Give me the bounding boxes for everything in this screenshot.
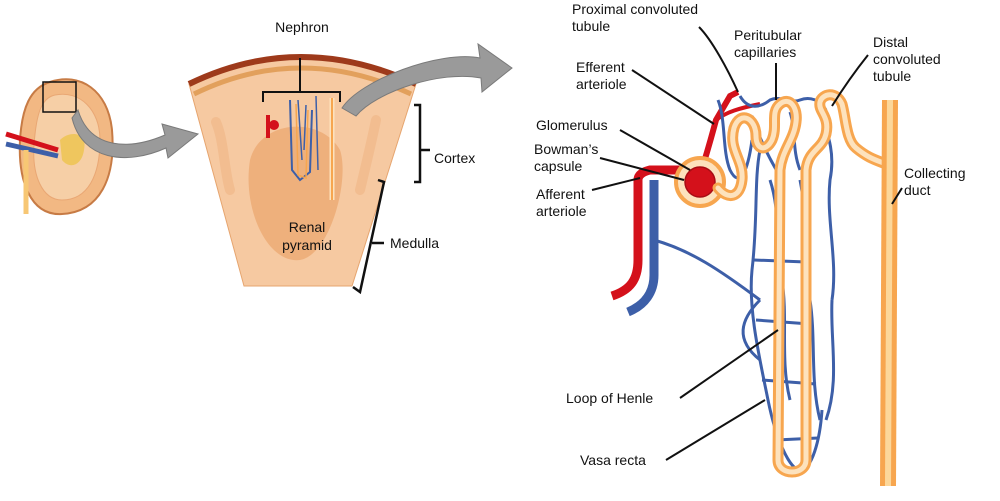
- nephron-bracket: [262, 58, 341, 102]
- distal-tubule-label-1: Distal: [873, 34, 908, 50]
- cortex-bracket: [414, 103, 430, 184]
- proximal-tubule-label-1: Proximal convoluted: [572, 1, 698, 17]
- efferent-label-1: Efferent: [576, 59, 625, 75]
- bowmans-label-1: Bowman’s: [534, 141, 598, 157]
- afferent-arteriole: [610, 165, 680, 301]
- nephron-detail: [610, 89, 898, 487]
- distal-tubule-label-2: convoluted: [873, 51, 941, 67]
- proximal-tubule-label-2: tubule: [572, 18, 610, 34]
- peritubular-label-2: capillaries: [734, 44, 796, 60]
- peritubular-label-1: Peritubular: [734, 27, 802, 43]
- renal-pyramid-label-2: pyramid: [282, 237, 332, 253]
- nephron-label: Nephron: [275, 19, 329, 35]
- zoom-arrow-1: [71, 108, 200, 159]
- leader-lines: [591, 26, 903, 461]
- cortex-label: Cortex: [434, 150, 475, 166]
- loop-of-henle-label: Loop of Henle: [566, 390, 653, 406]
- collecting-duct-label-2: duct: [904, 182, 931, 198]
- medulla-bracket: [352, 178, 386, 295]
- medulla-label: Medulla: [390, 235, 439, 251]
- kidney-thumbnail: [5, 78, 114, 216]
- vasa-recta-label: Vasa recta: [580, 452, 646, 468]
- zoom-box: [42, 81, 77, 113]
- zoom-arrow-2: [341, 42, 513, 117]
- efferent-label-2: arteriole: [576, 76, 627, 92]
- glomerulus-label: Glomerulus: [536, 117, 608, 133]
- bowmans-label-2: capsule: [534, 158, 582, 174]
- glomerulus: [684, 166, 716, 198]
- distal-tubule-label-3: tubule: [873, 68, 911, 84]
- tubule: [712, 89, 892, 478]
- afferent-label-1: Afferent: [536, 186, 585, 202]
- collecting-duct: [880, 99, 898, 487]
- afferent-label-2: arteriole: [536, 203, 587, 219]
- renal-pyramid-label-1: Renal: [289, 219, 326, 235]
- collecting-duct-label-1: Collecting: [904, 165, 965, 181]
